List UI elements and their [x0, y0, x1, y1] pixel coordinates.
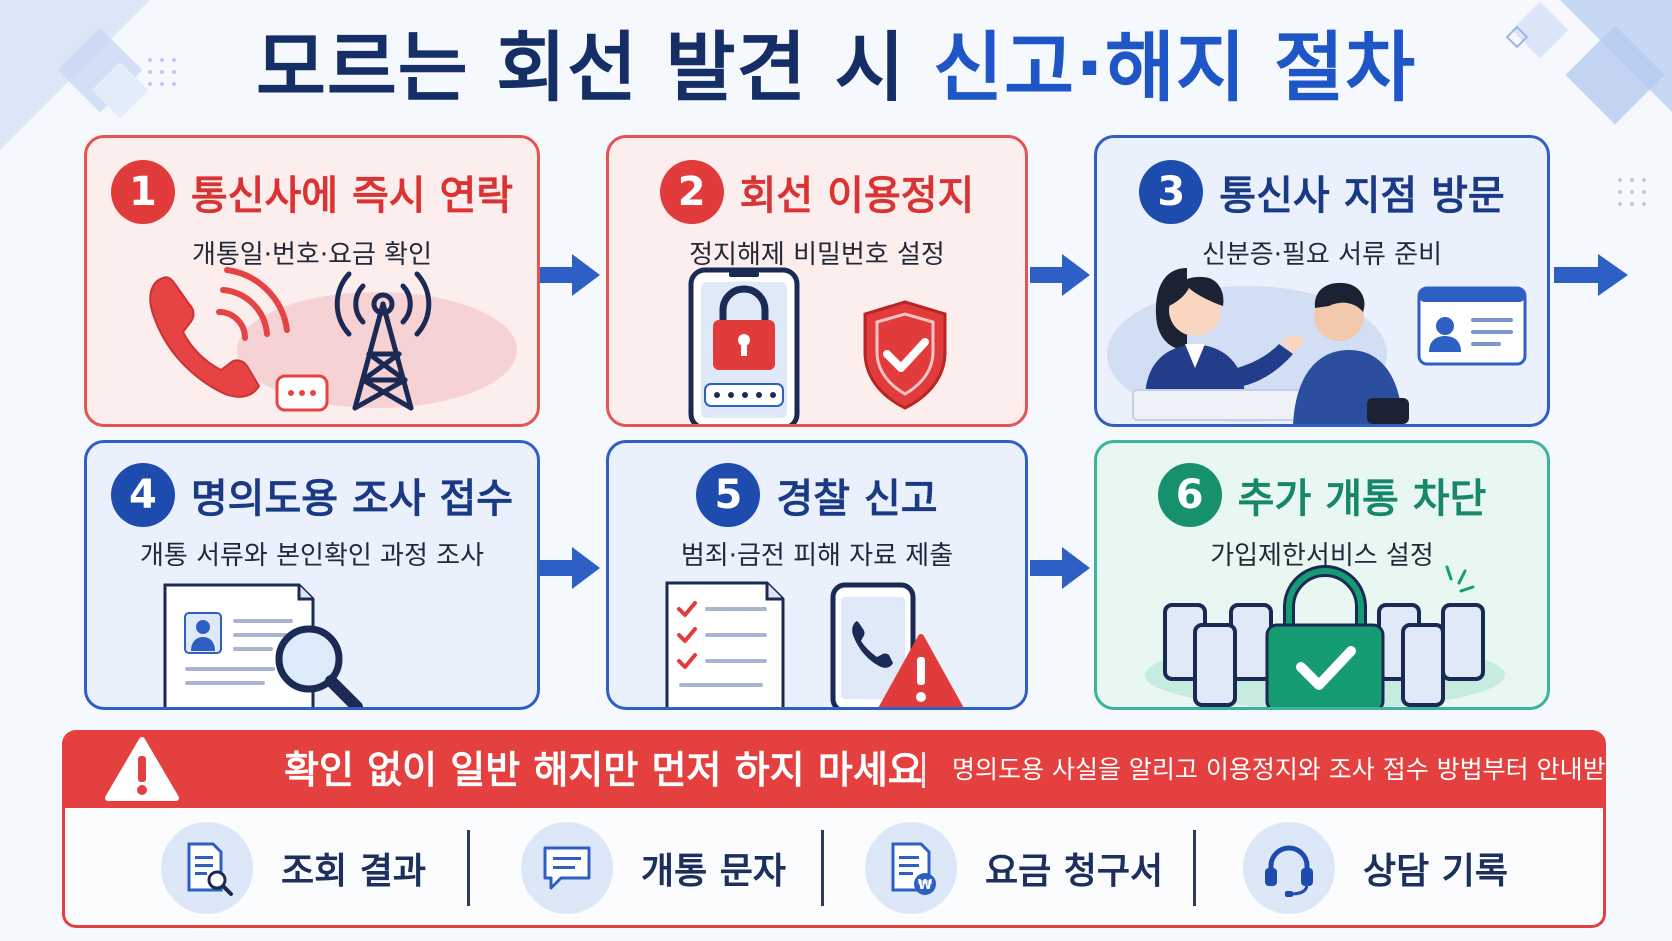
step-title: 통신사 지점 방문: [1219, 173, 1505, 219]
step-subtitle: 정지해제 비밀번호 설정: [689, 240, 945, 270]
evidence-item: 개통 문자: [521, 822, 787, 914]
step-number-badge: 4: [110, 463, 175, 527]
arrow-right-icon: [540, 547, 600, 589]
step-number-badge: 5: [696, 463, 761, 527]
arrow-right-icon: [1030, 254, 1090, 296]
arrow-right-icon: [1030, 547, 1090, 589]
step-number-badge: 2: [659, 160, 724, 224]
step-subtitle: 개통 서류와 본인확인 과정 조사: [139, 541, 485, 571]
step-card-1: 1 통신사에 즉시 연락 개통일·번호·요금 확인: [84, 135, 540, 427]
step-header: 2 회선 이용정지: [609, 160, 1025, 224]
page-title: 모르는 회선 발견 시 신고·해지 절차: [0, 20, 1672, 116]
step-title: 경찰 신고: [776, 476, 938, 522]
svg-text:₩: ₩: [918, 878, 933, 893]
step-title: 회선 이용정지: [739, 173, 975, 219]
evidence-item: 조회 결과: [161, 822, 427, 914]
evidence-label: 상담 기록: [1363, 851, 1509, 892]
bill-won-icon: ₩: [865, 822, 957, 914]
warning-main-text: 확인 없이 일반 해지만 먼저 하지 마세요: [284, 748, 923, 792]
warning-banner: 확인 없이 일반 해지만 먼저 하지 마세요 명의도용 사실을 알리고 이용정지…: [62, 730, 1606, 864]
evidence-label: 요금 청구서: [985, 851, 1164, 892]
evidence-label: 개통 문자: [641, 851, 787, 892]
arrow-right-icon: [1554, 254, 1628, 296]
step-title: 추가 개통 차단: [1237, 476, 1487, 522]
evidence-item: 상담 기록: [1243, 822, 1509, 914]
document-investigation-illustration: [163, 583, 363, 707]
title-part-2: 신고·해지 절차: [933, 23, 1417, 112]
document-search-icon: [161, 822, 253, 914]
arrow-right-icon: [540, 254, 600, 296]
branch-visit-illustration: [1107, 268, 1527, 424]
evidence-item: ₩ 요금 청구서: [865, 822, 1164, 914]
headset-icon: [1243, 822, 1335, 914]
step-header: 4 명의도용 조사 접수: [87, 463, 537, 527]
step-header: 3 통신사 지점 방문: [1097, 160, 1547, 224]
evidence-divider: [467, 830, 470, 906]
evidence-divider: [1193, 830, 1196, 906]
chat-bubble-icon: [521, 822, 613, 914]
step-title: 명의도용 조사 접수: [190, 476, 514, 522]
phone-call-tower-illustration: [149, 267, 517, 412]
evidence-divider: [821, 830, 824, 906]
locked-phone-illustration: [688, 267, 947, 424]
title-part-1: 모르는 회선 발견 시: [255, 23, 934, 112]
step-subtitle: 신분증·필요 서류 준비: [1201, 240, 1443, 270]
warning-triangle-icon: [105, 737, 179, 801]
police-report-illustration: [665, 581, 964, 707]
step-card-3: 3 통신사 지점 방문 신분증·필요 서류 준비: [1094, 135, 1550, 427]
evidence-label: 조회 결과: [281, 851, 427, 892]
step-number-badge: 3: [1139, 160, 1204, 224]
evidence-list: 조회 결과 개통 문자 ₩ 요금 청구서: [62, 808, 1606, 928]
step-card-5: 5 경찰 신고 범죄·금전 피해 자료 제출: [606, 440, 1028, 710]
step-header: 5 경찰 신고: [609, 463, 1025, 527]
step-header: 6 추가 개통 차단: [1097, 463, 1547, 527]
step-subtitle: 범죄·금전 피해 자료 제출: [680, 541, 954, 571]
step-card-6: 6 추가 개통 차단 가입제한서비스 설정: [1094, 440, 1550, 710]
step-card-2: 2 회선 이용정지 정지해제 비밀번호 설정: [606, 135, 1028, 427]
blocked-phones-illustration: [1145, 565, 1505, 707]
step-header: 1 통신사에 즉시 연락: [87, 160, 537, 224]
warning-divider: [922, 752, 925, 788]
step-number-badge: 6: [1157, 463, 1222, 527]
step-number-badge: 1: [110, 160, 175, 224]
step-subtitle: 개통일·번호·요금 확인: [191, 240, 433, 270]
warning-sub-text: 명의도용 사실을 알리고 이용정지와 조사 접수 방법부터 안내받으세요: [952, 755, 1606, 864]
step-title: 통신사에 즉시 연락: [190, 173, 514, 219]
step-card-4: 4 명의도용 조사 접수 개통 서류와 본인확인 과정 조사: [84, 440, 540, 710]
